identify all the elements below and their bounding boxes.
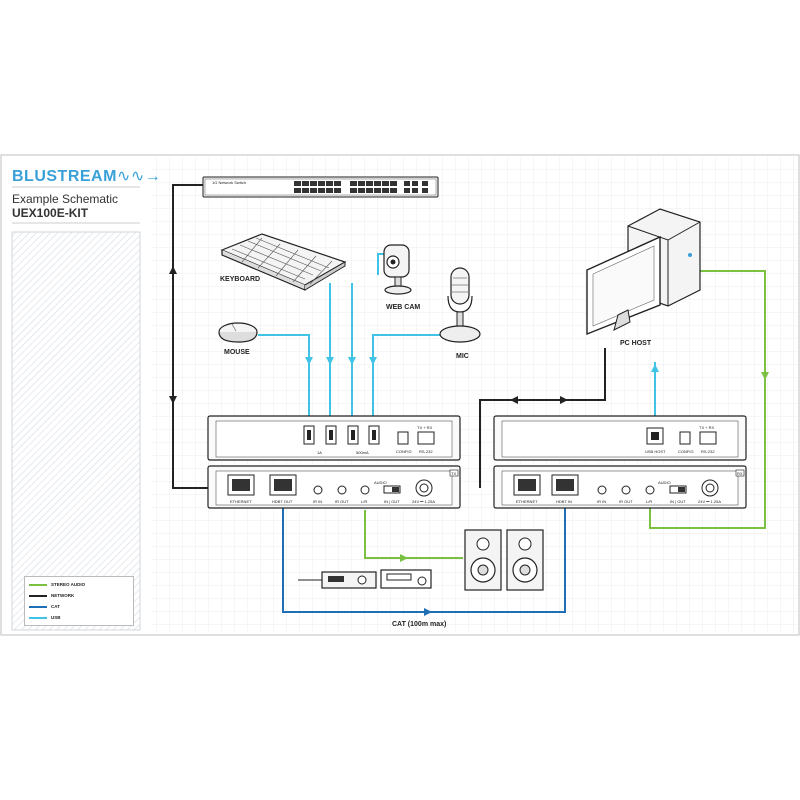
mouse-label: MOUSE (224, 349, 250, 356)
pc-host-label: PC HOST (620, 340, 652, 347)
rx-rs232-label: RS-232 (701, 449, 715, 454)
tx-badge: TX (451, 471, 457, 476)
legend-item: NETWORK (29, 591, 74, 600)
legend-item: CAT (29, 602, 60, 611)
network-cables (172, 184, 606, 489)
legend-swatch-cat (29, 605, 47, 608)
legend-swatch-usb (29, 616, 47, 619)
rx-ethernet-label: ETHERNET (516, 499, 538, 504)
rx-usb-host-label: USB HOST (645, 449, 666, 454)
rx-badge: RX (737, 471, 743, 476)
tx-usb-500ma-label: 500mA (356, 450, 369, 455)
legend-label: STEREO AUDIO (51, 582, 86, 587)
tx-usb-panel (207, 415, 461, 461)
rx-audio-label: AUDIO (658, 480, 671, 485)
rx-ir-in-label: IR IN (597, 499, 607, 504)
legend-swatch-audio (29, 583, 47, 586)
tx-ir-out-label: IR OUT (335, 499, 349, 504)
product-model: UEX100E-KIT (12, 206, 89, 220)
arrow-down-icon (169, 396, 177, 404)
tx-hdbt-label: HDBT OUT (272, 499, 293, 504)
cat-cable-label: CAT (100m max) (392, 621, 447, 628)
arrow-left-icon (510, 396, 518, 404)
network-switch (202, 176, 439, 198)
tx-usb-1a-label: 1A (317, 450, 322, 455)
brand-logo: BLUSTREAM∿∿→ (12, 168, 162, 185)
tx-ethernet-label: ETHERNET (230, 499, 252, 504)
pc-host-device (586, 208, 701, 336)
tx-main-panel (207, 465, 461, 509)
rx-lr-label: L/R (646, 499, 653, 504)
legend-label: NETWORK (51, 593, 75, 598)
tx-power-label: 24V ⎓ 1.25A (412, 499, 435, 504)
webcam-device (383, 244, 412, 295)
arrow-right-icon (560, 396, 568, 404)
mouse-device (218, 322, 258, 343)
keyboard-device (220, 233, 347, 291)
rx-inout-label: IN | OUT (670, 499, 686, 504)
speakers (464, 529, 544, 591)
rx-usb-panel (493, 415, 747, 461)
tx-config-label: CONFIG (396, 449, 412, 454)
wave-icon: ∿∿→ (116, 168, 162, 185)
tx-txrx-label: TX + RX (417, 425, 433, 430)
rx-hdbt-label: HDBT IN (556, 499, 572, 504)
legend-item: STEREO AUDIO (29, 580, 85, 589)
usb-cables (258, 253, 656, 427)
audio-cables (364, 270, 766, 559)
amplifiers (298, 569, 432, 589)
arrow-up-icon (169, 266, 177, 274)
notes-panel (11, 231, 141, 631)
switch-label: 1G Network Switch (212, 180, 247, 185)
legend-label: CAT (51, 604, 60, 609)
legend-label: USB (51, 615, 61, 620)
tx-ir-in-label: IR IN (313, 499, 323, 504)
schematic-title: Example Schematic (12, 192, 119, 206)
tx-audio-label: AUDIO (374, 480, 387, 485)
mic-label: MIC (456, 353, 469, 360)
tx-inout-label: IN | OUT (384, 499, 400, 504)
rx-ir-out-label: IR OUT (619, 499, 633, 504)
cable-legend: STEREO AUDIO NETWORK CAT USB (24, 576, 134, 626)
rx-txrx-label: TX + RX (699, 425, 715, 430)
rx-power-label: 24V ⎓ 1.25A (698, 499, 721, 504)
rx-config-label: CONFIG (678, 449, 694, 454)
legend-swatch-network (29, 594, 47, 597)
rx-main-panel (493, 465, 747, 509)
keyboard-label: KEYBOARD (220, 276, 261, 283)
tx-rs232-label: RS-232 (419, 449, 433, 454)
webcam-label: WEB CAM (386, 304, 421, 311)
tx-lr-label: L/R (361, 499, 368, 504)
legend-item: USB (29, 613, 61, 622)
mic-device (439, 267, 481, 343)
